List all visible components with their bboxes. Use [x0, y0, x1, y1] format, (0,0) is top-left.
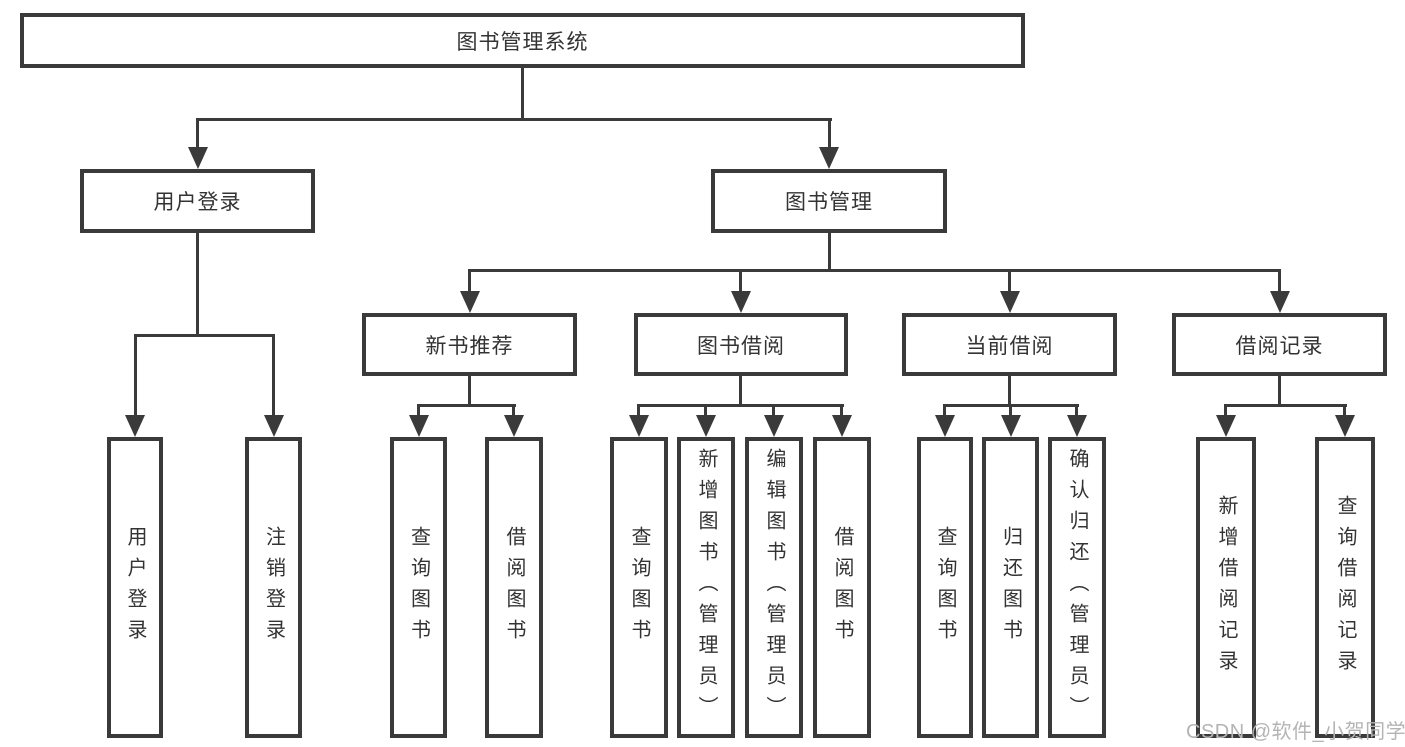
connector-records-drop-1 — [1224, 406, 1227, 417]
connector-newbook-drop-1 — [417, 406, 420, 417]
leaf-user-login-label: 用户登录 — [124, 525, 146, 650]
arrowhead-down-icon — [731, 291, 751, 313]
leaf-bb-borrow-books: 借阅图书 — [813, 437, 871, 738]
connector-userlogin-drop-left — [134, 336, 137, 416]
connector-userlogin-drop-right — [272, 336, 275, 416]
connector-borrowing-drop-1 — [637, 406, 640, 417]
node-root: 图书管理系统 — [20, 13, 1025, 68]
leaf-cb-return-books: 归还图书 — [982, 437, 1039, 738]
connector-root-horizontal — [196, 118, 832, 121]
leaf-cb-query-books: 查询图书 — [917, 437, 973, 738]
connector-current-drop-3 — [1075, 406, 1078, 417]
node-borrow-records: 借阅记录 — [1172, 313, 1387, 376]
leaf-br-query-record: 查询借阅记录 — [1315, 437, 1375, 738]
node-book-management: 图书管理 — [711, 169, 947, 233]
connector-root-stem — [521, 68, 524, 119]
leaf-logout-label: 注销登录 — [262, 525, 285, 650]
node-book-management-label: 图书管理 — [785, 191, 873, 214]
leaf-nb-query-books-label: 查询图书 — [407, 525, 430, 650]
connector-records-stem — [1278, 376, 1281, 406]
arrowhead-down-icon — [460, 291, 480, 313]
leaf-bb-query-books: 查询图书 — [610, 437, 668, 738]
connector-borrowing-horizontal — [637, 404, 844, 407]
connector-userlogin-stem — [196, 233, 199, 336]
connector-current-drop-2 — [1009, 406, 1012, 417]
connector-newbook-stem — [468, 376, 471, 406]
connector-bookmgmt-drop-2 — [739, 271, 742, 293]
connector-current-drop-1 — [943, 406, 946, 417]
leaf-cb-query-books-label: 查询图书 — [934, 525, 956, 650]
leaf-bb-add-books: 新增图书（管理员） — [677, 437, 735, 738]
leaf-br-query-record-label: 查询借阅记录 — [1334, 494, 1356, 681]
leaf-nb-query-books: 查询图书 — [390, 437, 447, 738]
leaf-bb-edit-books-label: 编辑图书（管理员） — [763, 448, 785, 727]
node-book-borrowing-label: 图书借阅 — [697, 334, 785, 358]
connector-root-drop-left — [196, 120, 199, 149]
arrowhead-down-icon — [1216, 415, 1236, 437]
node-user-login-group-label: 用户登录 — [153, 191, 242, 214]
connector-records-drop-2 — [1343, 406, 1346, 417]
leaf-logout: 注销登录 — [245, 437, 302, 738]
arrowhead-down-icon — [819, 147, 839, 169]
connector-root-drop-right — [828, 120, 831, 149]
arrowhead-down-icon — [188, 147, 208, 169]
arrowhead-down-icon — [1000, 291, 1020, 313]
node-book-borrowing: 图书借阅 — [634, 313, 848, 376]
arrowhead-down-icon — [629, 415, 649, 437]
connector-current-horizontal — [943, 404, 1079, 407]
leaf-bb-borrow-books-label: 借阅图书 — [831, 525, 853, 650]
leaf-cb-confirm-return: 确认归还（管理员） — [1048, 437, 1106, 738]
watermark: CSDN @软件_小贺同学 — [1186, 721, 1405, 743]
leaf-nb-borrow-books: 借阅图书 — [485, 437, 543, 738]
node-current-borrowing: 当前借阅 — [902, 313, 1117, 376]
leaf-cb-confirm-return-label: 确认归还（管理员） — [1066, 448, 1088, 727]
arrowhead-down-icon — [696, 415, 716, 437]
leaf-nb-borrow-books-label: 借阅图书 — [503, 525, 525, 650]
connector-borrowing-drop-3 — [772, 406, 775, 417]
leaf-cb-return-books-label: 归还图书 — [999, 525, 1022, 650]
node-new-book-recommend: 新书推荐 — [362, 313, 577, 376]
node-current-borrowing-label: 当前借阅 — [965, 334, 1054, 358]
arrowhead-down-icon — [1001, 415, 1021, 437]
arrowhead-down-icon — [125, 415, 145, 437]
leaf-bb-add-books-label: 新增图书（管理员） — [695, 448, 717, 727]
connector-bookmgmt-drop-1 — [468, 271, 471, 293]
connector-newbook-drop-2 — [512, 406, 515, 417]
arrowhead-down-icon — [1335, 415, 1355, 437]
node-user-login-group: 用户登录 — [80, 169, 315, 233]
arrowhead-down-icon — [935, 415, 955, 437]
arrowhead-down-icon — [764, 415, 784, 437]
node-borrow-records-label: 借阅记录 — [1235, 334, 1324, 358]
connector-bookmgmt-drop-3 — [1008, 271, 1011, 293]
arrowhead-down-icon — [504, 415, 524, 437]
leaf-bb-edit-books: 编辑图书（管理员） — [745, 437, 803, 738]
arrowhead-down-icon — [264, 415, 284, 437]
connector-userlogin-horizontal — [134, 334, 275, 337]
arrowhead-down-icon — [1067, 415, 1087, 437]
node-new-book-recommend-label: 新书推荐 — [425, 334, 514, 358]
leaf-bb-query-books-label: 查询图书 — [628, 525, 650, 650]
arrowhead-down-icon — [409, 415, 429, 437]
leaf-user-login: 用户登录 — [107, 437, 163, 738]
connector-current-stem — [1008, 376, 1011, 406]
connector-borrowing-drop-2 — [704, 406, 707, 417]
connector-borrowing-drop-4 — [840, 406, 843, 417]
connector-bookmgmt-stem — [828, 233, 831, 271]
arrowhead-down-icon — [832, 415, 852, 437]
connector-borrowing-stem — [739, 376, 742, 406]
connector-bookmgmt-horizontal — [468, 269, 1281, 272]
leaf-br-add-record: 新增借阅记录 — [1196, 437, 1256, 738]
arrowhead-down-icon — [1270, 291, 1290, 313]
connector-records-horizontal — [1224, 404, 1347, 407]
node-root-label: 图书管理系统 — [456, 30, 589, 54]
connector-bookmgmt-drop-4 — [1278, 271, 1281, 293]
connector-newbook-horizontal — [417, 404, 516, 407]
leaf-br-add-record-label: 新增借阅记录 — [1215, 494, 1237, 681]
